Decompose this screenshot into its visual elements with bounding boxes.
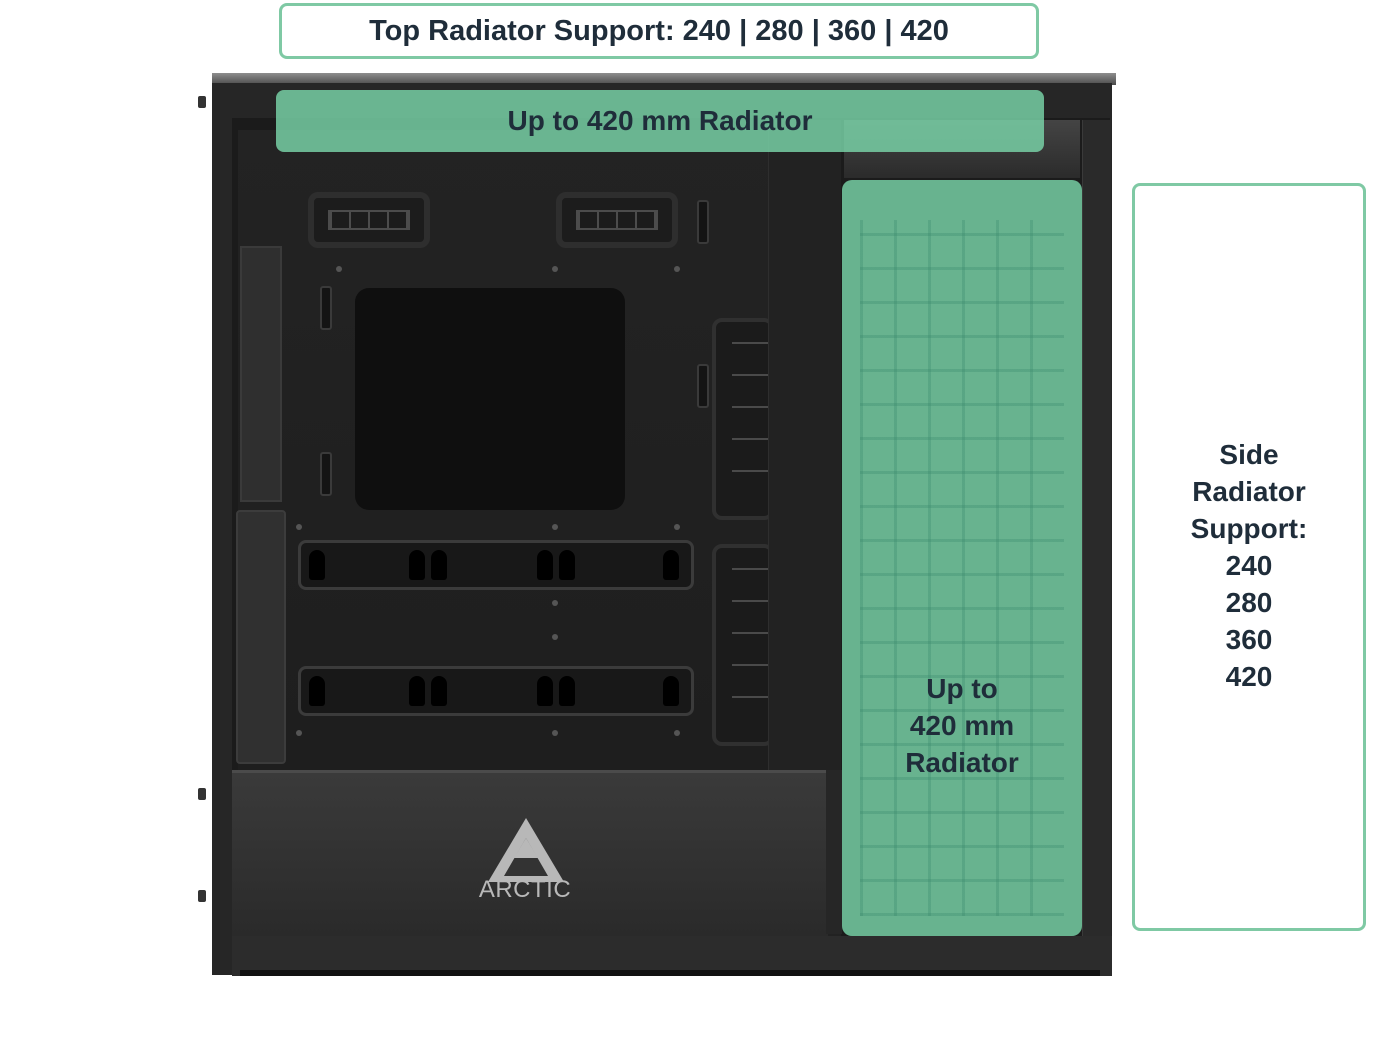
side-cable-grommet [712,544,774,746]
side-support-line: Support: [1190,513,1308,544]
mounting-hole [552,266,558,272]
side-support-line: 360 [1225,624,1273,655]
side-radiator-support-label: Side Radiator Support: 240 280 360 420 [1132,183,1366,931]
brand-logo-text: ARCTIC [478,876,572,903]
thumbscrew [198,788,206,800]
mounting-hole [552,524,558,530]
side-support-line: 420 [1225,661,1273,692]
top-radiator-support-label: Top Radiator Support: 240 | 280 | 360 | … [279,3,1039,59]
mounting-hole [674,266,680,272]
mounting-hole [552,730,558,736]
drive-bay [298,666,694,716]
top-radiator-overlay: Up to 420 mm Radiator [276,90,1044,152]
thumbscrew [198,890,206,902]
mounting-hole [296,730,302,736]
side-radiator-line: 420 mm [909,710,1015,741]
cable-grommet [308,192,430,248]
side-radiator-line: Up to [926,673,998,704]
front-rail [1082,120,1111,938]
cpu-cutout [355,288,625,510]
side-support-line: 280 [1225,587,1273,618]
case-top-edge [212,73,1116,85]
side-radiator-overlay: Up to 420 mm Radiator [842,180,1082,936]
side-radiator-support-text: Side Radiator Support: 240 280 360 420 [1135,436,1363,695]
mounting-hole [336,266,342,272]
mounting-hole [674,524,680,530]
drive-bay [298,540,694,590]
cable-grommet [556,192,678,248]
rear-io-area [240,246,282,502]
cable-slot [697,200,709,244]
mounting-hole [674,730,680,736]
side-cable-grommet [712,318,774,520]
cable-slot [320,286,332,330]
arctic-logo-icon [488,818,564,882]
side-radiator-line: Radiator [905,747,1019,778]
side-radiator-overlay-text: Up to 420 mm Radiator [842,670,1082,781]
side-support-line: Radiator [1192,476,1306,507]
cable-slot [697,364,709,408]
top-radiator-overlay-text: Up to 420 mm Radiator [507,105,813,136]
mounting-hole [552,600,558,606]
side-support-line: Side [1219,439,1279,470]
case-foot [240,970,1100,976]
pci-slot-covers [236,510,286,764]
case-bottom [232,936,1112,976]
side-support-line: 240 [1225,550,1273,581]
radiator-fan-grid [860,220,1064,916]
top-radiator-support-text: Top Radiator Support: 240 | 280 | 360 | … [369,14,949,47]
thumbscrew [198,96,206,108]
cable-slot [320,452,332,496]
mounting-hole [552,634,558,640]
mounting-hole [296,524,302,530]
psu-shroud-edge [826,770,842,934]
